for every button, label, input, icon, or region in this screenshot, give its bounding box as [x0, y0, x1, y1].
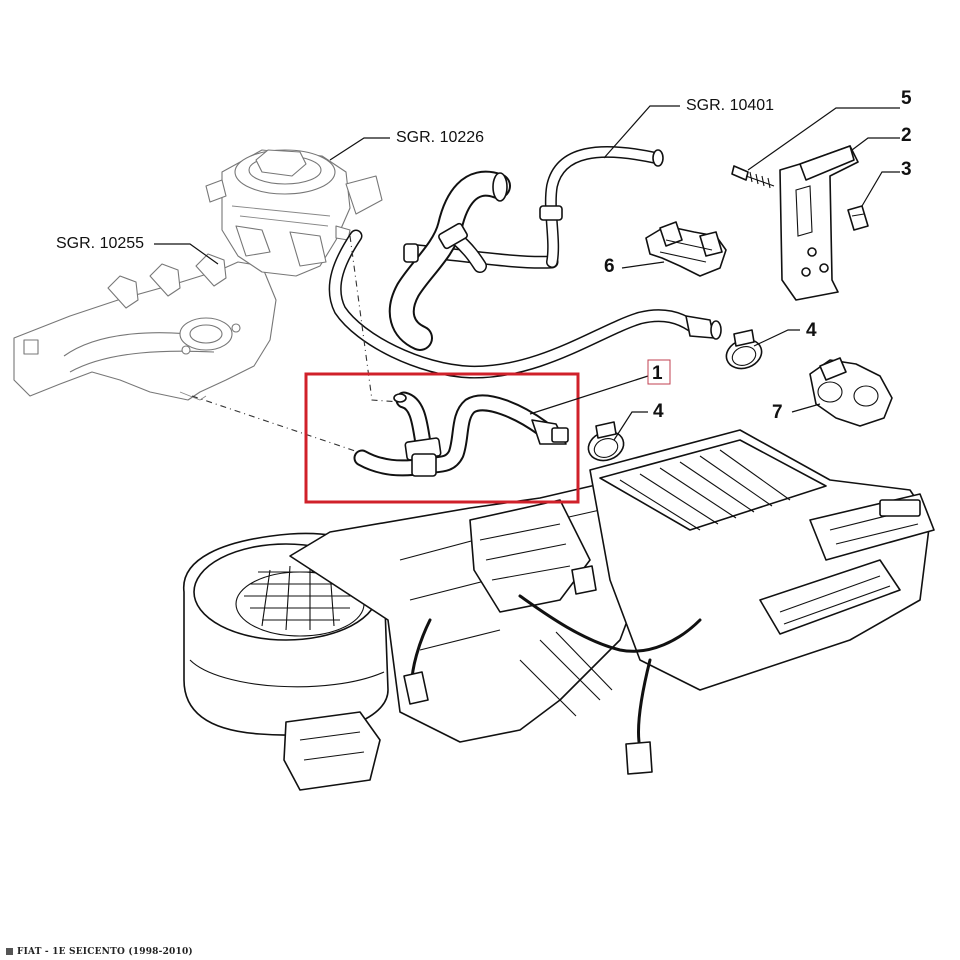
heater-assembly: [183, 429, 935, 791]
leader-lines: [154, 105, 900, 441]
callout-3: 3: [901, 159, 912, 180]
hose-part-1: [353, 391, 569, 477]
screw-part-5: [731, 165, 775, 189]
footer-text: FIAT - 1E SEICENTO (1998-2010): [17, 947, 193, 957]
clamp-part-7: [809, 357, 893, 427]
footer-caption: FIAT - 1E SEICENTO (1998-2010): [6, 947, 193, 957]
callout-5: 5: [901, 88, 912, 109]
ref-label-sgr-10401: SGR. 10401: [686, 97, 774, 114]
highlight-frame: [304, 372, 580, 504]
callout-6: 6: [604, 256, 615, 277]
callout-7: 7: [772, 402, 783, 423]
callout-1: 1: [652, 363, 663, 384]
fiat-logo-icon: [6, 948, 13, 955]
callout-1-box: [647, 359, 671, 385]
callout-4-lower: 4: [653, 401, 664, 422]
intake-manifold: [13, 253, 277, 401]
clamp-part-6: [645, 221, 727, 277]
callout-2: 2: [901, 125, 912, 146]
clip-part-3: [847, 205, 869, 231]
evaporator-fins: [619, 449, 791, 531]
ref-label-sgr-10255: SGR. 10255: [56, 235, 144, 252]
carburettor: [205, 149, 383, 277]
bracket-part-2: [779, 145, 859, 301]
background-hoses: [328, 145, 722, 379]
hose-clamp-part-4-upper: [725, 329, 763, 370]
ref-label-sgr-10226: SGR. 10226: [396, 129, 484, 146]
blower-grille: [244, 565, 356, 631]
reference-lines: [191, 235, 401, 457]
callout-4-upper: 4: [806, 320, 817, 341]
